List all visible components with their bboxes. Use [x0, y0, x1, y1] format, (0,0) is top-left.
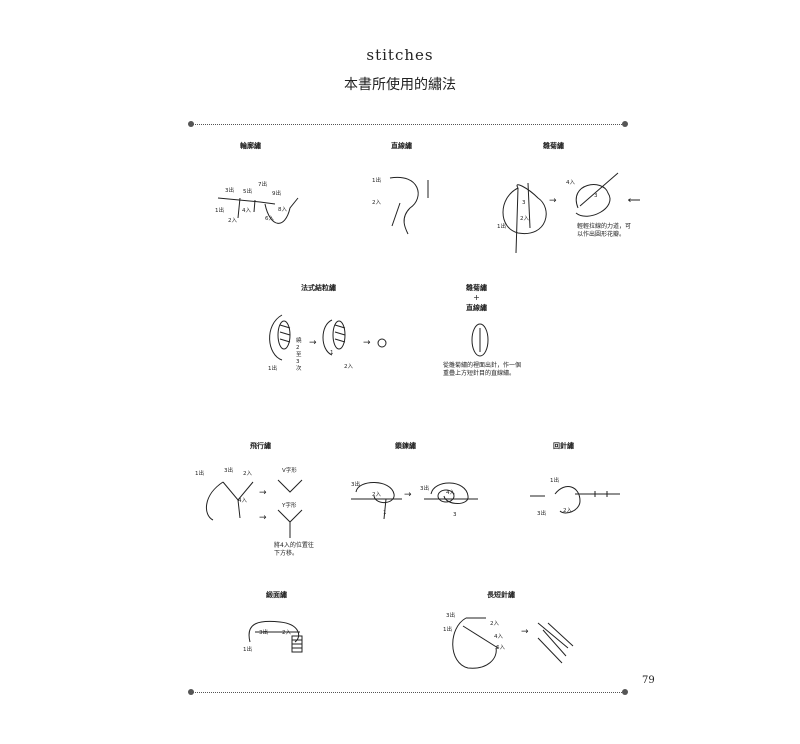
straight-label: 2入 [372, 200, 381, 206]
straight-label: 1出 [372, 178, 381, 184]
top-divider [188, 121, 628, 127]
heading-chinese: 本書所使用的繡法 [344, 77, 456, 93]
lazy-daisy-diagram [502, 172, 640, 254]
satin-label: 1出 [243, 647, 252, 653]
arrow-icon: → [259, 488, 267, 498]
combo-title-a: 雛菊繡 [466, 284, 487, 292]
long-short-label: 2入 [490, 621, 499, 627]
long-short-diagram [452, 617, 574, 669]
arrow-icon: → [521, 627, 529, 637]
lazy-daisy-label: 4入 [566, 180, 575, 186]
long-short-label: 1出 [443, 627, 452, 633]
lazy-daisy-label: 3 [594, 193, 598, 199]
back-label: 1出 [550, 478, 559, 484]
fly-stitch-diagram [205, 479, 303, 538]
long-short-label: 4入 [494, 634, 503, 640]
fly-label: 4入 [238, 498, 247, 504]
lazy-daisy-note: 輕輕拉線的力道，可以作出圓形花瓣。 [577, 223, 632, 238]
chain-label: 3出 [420, 486, 429, 492]
page-number: 79 [642, 675, 655, 686]
fly-label: V字形 [282, 468, 297, 474]
outline-stitch-diagram [217, 197, 299, 224]
outline-label: 5出 [243, 189, 252, 195]
chain-label: 4入 [446, 490, 455, 496]
back-stitch-section: 回針繡 [553, 441, 574, 451]
fly-note: 將4入的位置往下方移。 [274, 542, 314, 557]
satin-stitch-section: 緞面繡 [266, 590, 287, 600]
lazy-daisy-label: 3 [522, 200, 526, 206]
fly-label: 2入 [243, 471, 252, 477]
satin-stitch-diagram [248, 620, 303, 653]
back-label: 3出 [537, 511, 546, 517]
chain-label: 2入 [372, 492, 381, 498]
back-stitch-title: 回針繡 [553, 442, 574, 450]
long-short-title: 長短針繡 [487, 591, 515, 599]
outline-label: 3出 [225, 188, 234, 194]
combo-note: 從雛菊繡的裡面出針，作一個重疊上方短針目的直線繡。 [443, 362, 522, 377]
heading-english: stitches [366, 46, 434, 64]
long-short-section: 長短針繡 [487, 590, 515, 600]
outline-stitch-section: 輪廓繡 [240, 141, 261, 151]
arrow-icon: → [549, 196, 557, 206]
back-stitch-diagram [530, 486, 620, 514]
french-knot-label: 2入 [344, 364, 353, 370]
arrow-icon: → [309, 338, 317, 348]
outline-label: 6入 [265, 216, 274, 222]
arrow-icon: → [259, 513, 267, 523]
combo-stitch-diagram [471, 323, 489, 357]
arrow-icon: → [404, 490, 412, 500]
plus-sign: + [473, 293, 480, 302]
arrow-icon: ← [628, 196, 636, 206]
chain-label: 3 [453, 512, 457, 518]
satin-stitch-title: 緞面繡 [266, 591, 287, 599]
chain-label: 3出 [351, 482, 360, 488]
french-knot-label: 1出 [268, 366, 277, 372]
chain-label: 1 [383, 510, 387, 516]
lazy-daisy-label: 1出 [497, 224, 506, 230]
fly-stitch-section: 飛行繡 [250, 441, 271, 451]
outline-label: 2入 [228, 218, 237, 224]
french-knot-diagram [269, 314, 387, 361]
long-short-label: 3出 [446, 613, 455, 619]
combo-stitch-section: 雛菊繡 + 直線繡 [466, 283, 487, 313]
fly-label: 3出 [224, 468, 233, 474]
lazy-daisy-label: 2入 [520, 216, 529, 222]
french-knot-section: 法式結粒繡 [301, 283, 336, 293]
satin-label: 3出 [259, 630, 268, 636]
fly-label: Y字形 [282, 503, 297, 509]
lazy-daisy-title: 雛菊繡 [543, 142, 564, 150]
combo-title-b: 直線繡 [466, 304, 487, 312]
fly-label: 1出 [195, 471, 204, 477]
long-short-label: 6入 [496, 645, 505, 651]
bottom-divider [188, 689, 628, 695]
arrow-icon: → [363, 338, 371, 348]
back-label: 2入 [563, 508, 572, 514]
straight-stitch-diagram [389, 176, 429, 235]
chain-stitch-section: 鎖鍊繡 [395, 441, 416, 451]
french-knot-label: 繞2至3次 [296, 338, 302, 372]
french-knot-title: 法式結粒繡 [301, 284, 336, 292]
french-knot-label: 1 [330, 350, 334, 356]
outline-label: 7出 [258, 182, 267, 188]
straight-stitch-section: 直線繡 [391, 141, 412, 151]
chain-stitch-title: 鎖鍊繡 [395, 442, 416, 450]
outline-label: 4入 [242, 208, 251, 214]
chain-stitch-diagram [351, 482, 478, 520]
straight-stitch-title: 直線繡 [391, 142, 412, 150]
fly-stitch-title: 飛行繡 [250, 442, 271, 450]
page-header: stitches 本書所使用的繡法 [0, 46, 800, 94]
lazy-daisy-section: 雛菊繡 [543, 141, 564, 151]
outline-stitch-title: 輪廓繡 [240, 142, 261, 150]
outline-label: 9出 [272, 191, 281, 197]
outline-label: 8入 [278, 207, 287, 213]
satin-label: 2入 [282, 630, 291, 636]
outline-label: 1出 [215, 208, 224, 214]
